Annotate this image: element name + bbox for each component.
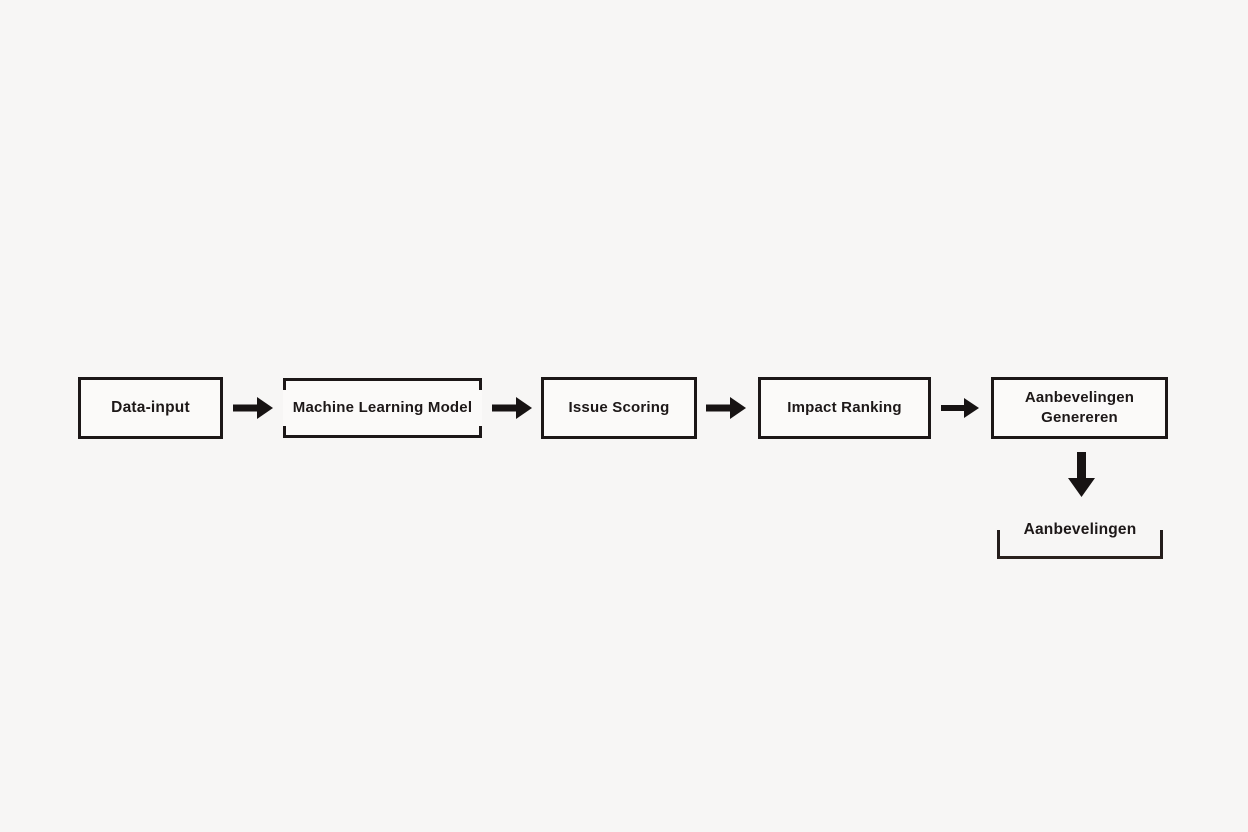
corner-stub [283, 381, 286, 390]
node-aanbevelingen-genereren: Aanbevelingen Genereren [991, 377, 1168, 439]
node-data-input-label: Data-input [111, 398, 190, 416]
arrow-right-icon [492, 397, 532, 419]
arrow-right-icon [233, 397, 273, 419]
node-aanbevelingen-genereren-label: Aanbevelingen Genereren [1024, 388, 1135, 426]
corner-stub [283, 426, 286, 435]
node-impact-ranking-label: Impact Ranking [787, 398, 902, 416]
corner-stub [479, 426, 482, 435]
node-issue-scoring: Issue Scoring [541, 377, 697, 439]
node-machine-learning-model-label: Machine Learning Model [292, 398, 473, 416]
node-issue-scoring-label: Issue Scoring [568, 398, 670, 416]
node-data-input: Data-input [78, 377, 223, 439]
arrow-down-icon [1068, 452, 1095, 497]
node-aanbevelingen-label: Aanbevelingen [1023, 521, 1137, 538]
corner-stub [479, 381, 482, 390]
arrow-right-icon [706, 397, 746, 419]
node-aanbevelingen-bracket [997, 530, 1163, 559]
node-machine-learning-model: Machine Learning Model [283, 378, 482, 438]
arrow-right-icon [941, 398, 979, 418]
node-impact-ranking: Impact Ranking [758, 377, 931, 439]
